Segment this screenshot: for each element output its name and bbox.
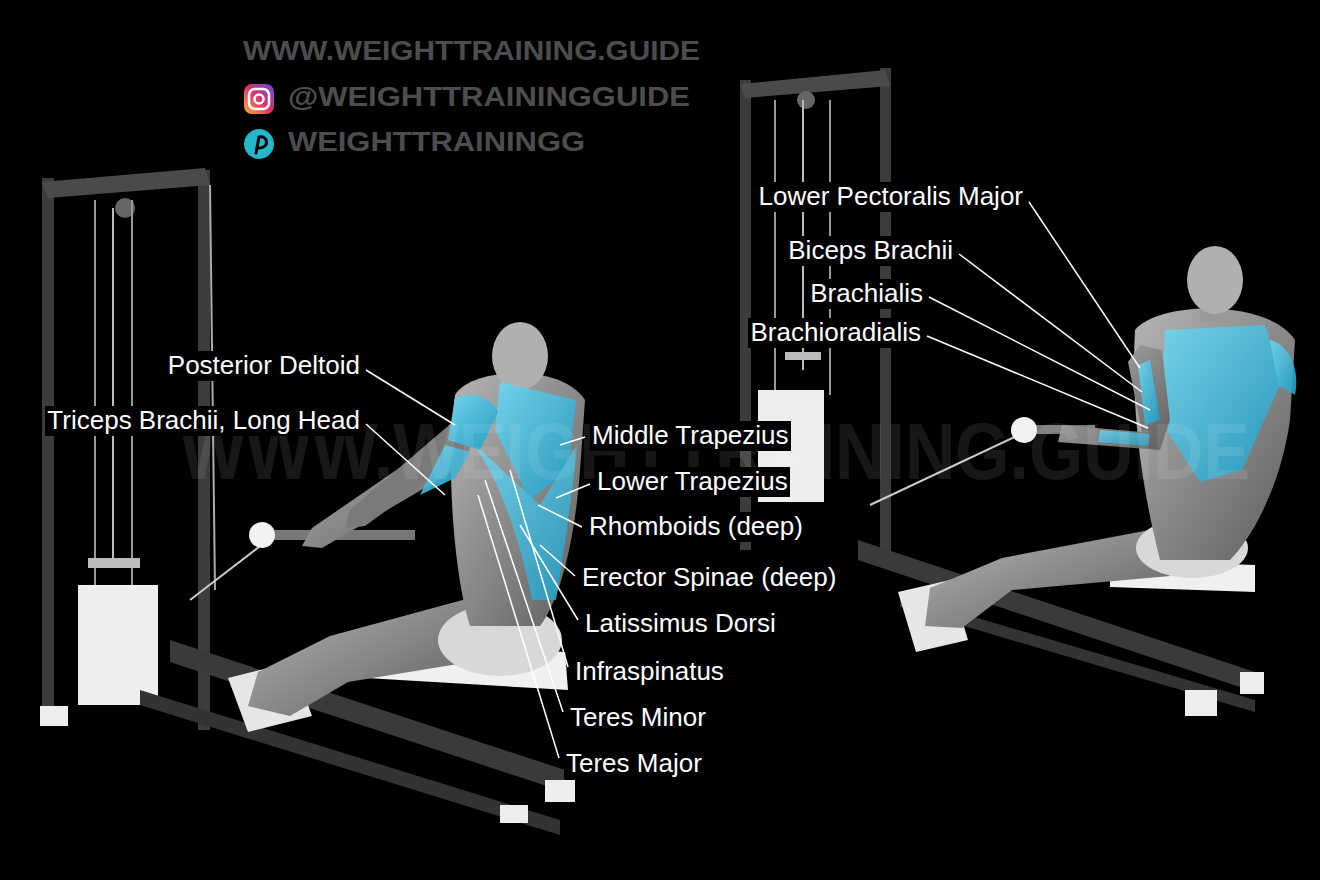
- watermark-text: WWW.WEIGHTTRAINING.GUIDE: [243, 36, 700, 67]
- muscle-label: Triceps Brachii, Long Head: [45, 406, 362, 436]
- muscle-label: Brachioradialis: [748, 318, 923, 348]
- muscle-label: Lower Pectoralis Major: [757, 182, 1025, 212]
- watermark-text: @WEIGHTTRAININGGUIDE: [288, 82, 690, 113]
- instagram-icon: [244, 84, 274, 114]
- muscle-label: Rhomboids (deep): [587, 512, 805, 542]
- pinterest-icon: [244, 129, 274, 159]
- muscle-label: Posterior Deltoid: [166, 351, 362, 381]
- muscle-label: Biceps Brachii: [786, 236, 955, 266]
- muscle-label: Teres Minor: [568, 703, 708, 733]
- muscle-label: Latissimus Dorsi: [583, 609, 778, 639]
- muscle-label: Lower Trapezius: [595, 467, 790, 497]
- muscle-label: Infraspinatus: [573, 657, 726, 687]
- muscle-label: Middle Trapezius: [590, 421, 791, 451]
- person-left: [248, 322, 585, 716]
- watermark-text: WEIGHTTRAININGG: [288, 127, 585, 158]
- muscle-label: Teres Major: [564, 749, 704, 779]
- muscle-label: Brachialis: [808, 279, 925, 309]
- muscle-label: Erector Spinae (deep): [580, 563, 838, 593]
